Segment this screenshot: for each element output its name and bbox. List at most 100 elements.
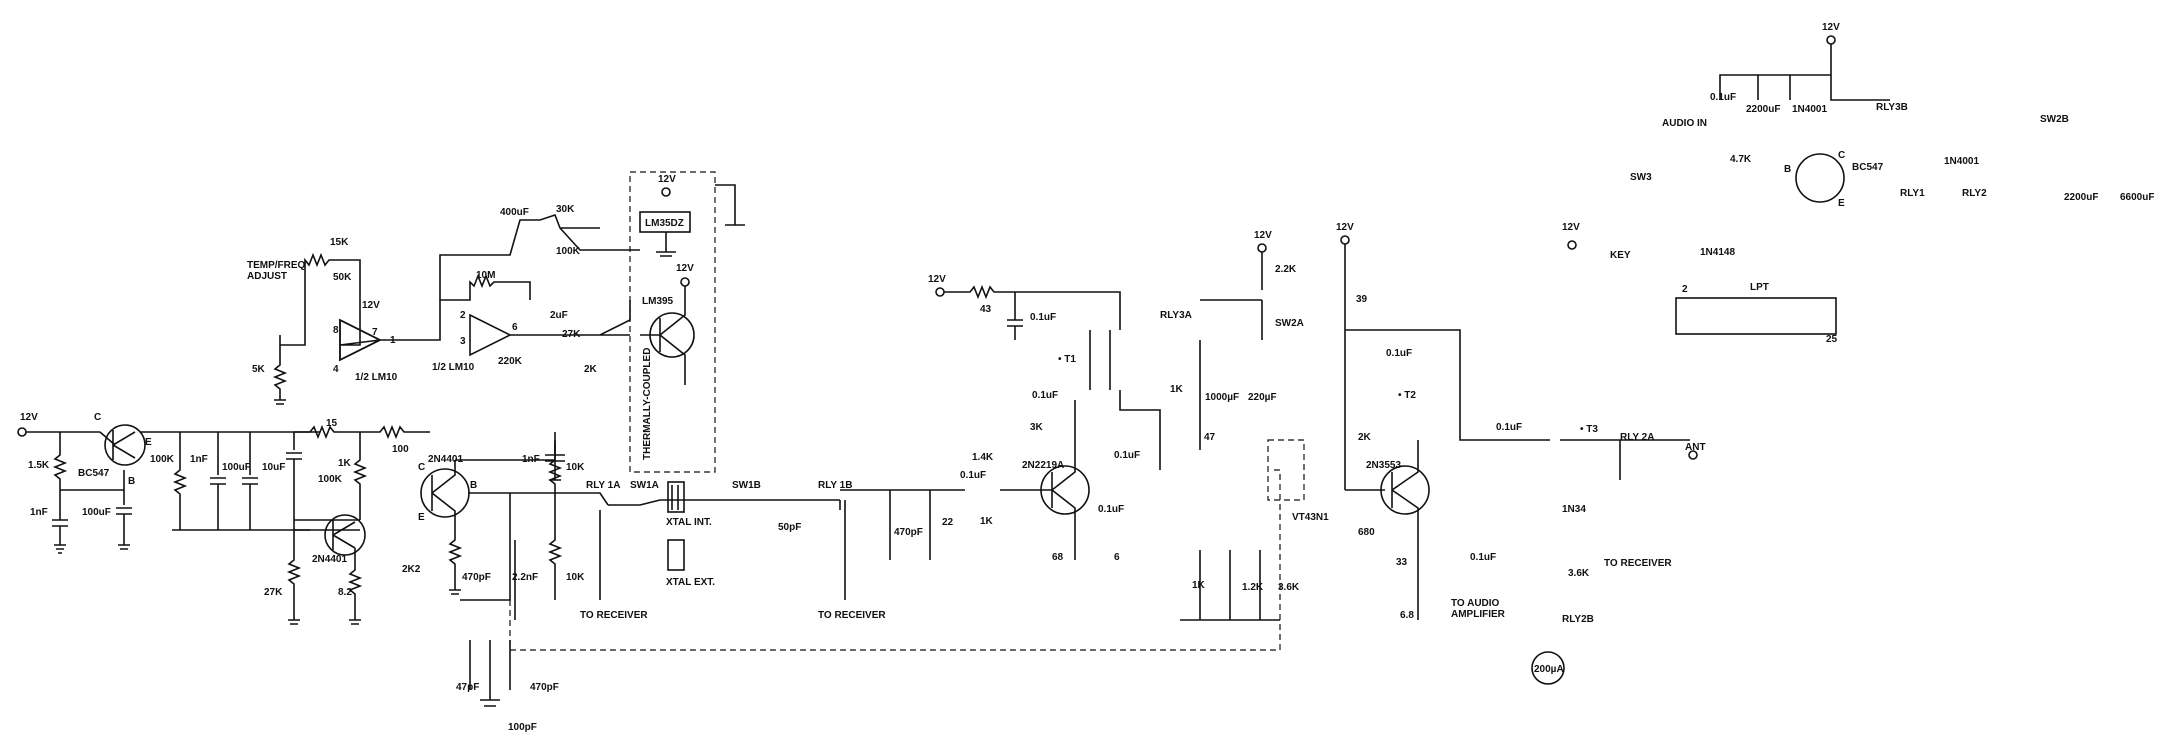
label-43: 43 xyxy=(980,304,992,315)
label-47: 47 xyxy=(1204,432,1216,443)
label-470pf-b: 470pF xyxy=(530,682,559,693)
label-to-receiver-b: TO RECEIVER xyxy=(818,610,886,621)
label-b-a: B xyxy=(128,476,135,487)
label-pin-3: 3 xyxy=(460,336,466,347)
label-1n4148: 1N4148 xyxy=(1700,247,1735,258)
terminal-12v-key xyxy=(1567,240,1577,250)
terminal-12v-driver xyxy=(935,287,945,297)
terminal-12v-final xyxy=(1340,235,1350,245)
terminal-ant xyxy=(1688,450,1698,460)
transistor-bc547-a xyxy=(104,424,146,466)
input-regulator-section: 12V 1.5K 1nF C E B BC547 100uF 100K 1nF … xyxy=(17,412,320,554)
label-sw2a: SW2A xyxy=(1275,318,1304,329)
label-3-6k-b: 3.6K xyxy=(1568,568,1590,579)
label-1n4001-a: 1N4001 xyxy=(1792,104,1827,115)
label-39: 39 xyxy=(1356,294,1368,305)
label-audio-in: AUDIO IN xyxy=(1662,118,1707,129)
label-6: 6 xyxy=(1114,552,1120,563)
label-rly2b: RLY2B xyxy=(1562,614,1594,625)
label-100uf-b: 100uF xyxy=(222,462,251,473)
label-50k: 50K xyxy=(333,272,352,283)
label-2200uf-b: 2200uF xyxy=(2064,192,2098,203)
transistor-2n4401-a xyxy=(324,514,366,556)
label-rly1: RLY1 xyxy=(1900,188,1925,199)
label-b-b: B xyxy=(1784,164,1791,175)
label-220k: 220K xyxy=(498,356,523,367)
label-0-1uf-h: 0.1uF xyxy=(1496,422,1522,433)
label-12v-h: 12V xyxy=(1822,22,1840,33)
terminal-12v-rly3a xyxy=(1257,243,1267,253)
label-t2: • T2 xyxy=(1398,390,1416,401)
label-1k-d: 1K xyxy=(1192,580,1206,591)
meter-200ua xyxy=(1531,651,1565,685)
label-pin-1: 1 xyxy=(390,335,396,346)
label-t1: • T1 xyxy=(1058,354,1076,365)
label-2n2219a: 2N2219A xyxy=(1022,460,1064,471)
label-lpt: LPT xyxy=(1750,282,1769,293)
output-section: 0.1uF • T3 RLY 2A ANT 1N34 3.6K TO RECEI… xyxy=(1451,422,1706,685)
label-1-5k: 1.5K xyxy=(28,460,50,471)
label-3k: 3K xyxy=(1030,422,1044,433)
transistor-2n4401-b xyxy=(420,468,470,518)
label-100k-a: 100K xyxy=(150,454,175,465)
label-e-b: E xyxy=(1838,198,1845,209)
label-15k: 15K xyxy=(330,237,349,248)
label-e-a: E xyxy=(145,437,152,448)
label-thermally-coupled: THERMALLY-COUPLED xyxy=(642,348,653,460)
label-sw3: SW3 xyxy=(1630,172,1652,183)
label-amplifier: AMPLIFIER xyxy=(1451,609,1506,620)
label-2k-b: 2K xyxy=(1358,432,1372,443)
label-2-2nf: 2.2nF xyxy=(512,572,538,583)
terminal-12v-lm395 xyxy=(680,277,690,287)
label-12v-g: 12V xyxy=(1336,222,1354,233)
label-2-2k: 2.2K xyxy=(1275,264,1297,275)
label-pin-7: 7 xyxy=(372,327,378,338)
label-22: 22 xyxy=(942,517,954,528)
final-amplifier-section: 12V 39 0.1uF • T2 2K 2N3553 680 33 6.8 0… xyxy=(1336,222,1510,621)
label-vt43n1: VT43N1 xyxy=(1292,512,1329,523)
label-to-audio: TO AUDIO xyxy=(1451,598,1500,609)
label-100pf: 100pF xyxy=(508,722,537,733)
label-pin-25: 25 xyxy=(1826,334,1838,345)
label-adjust: ADJUST xyxy=(247,271,287,282)
label-2n3553: 2N3553 xyxy=(1366,460,1401,471)
label-200ua: 200µA xyxy=(1534,664,1564,675)
label-1n4001-b: 1N4001 xyxy=(1944,156,1979,167)
label-12v-input: 12V xyxy=(20,412,38,423)
label-6-8: 6.8 xyxy=(1400,610,1414,621)
label-rly2: RLY2 xyxy=(1962,188,1987,199)
relay-control-section: 12V 2.2K RLY3A SW2A 1K 1000µF 220µF 47 V… xyxy=(1160,230,1329,621)
keying-section: 12V 0.1uF 2200uF 1N4001 RLY3B AUDIO IN S… xyxy=(1562,22,2154,345)
label-bc547-a: BC547 xyxy=(78,468,110,479)
label-rly1b: RLY 1B xyxy=(818,480,852,491)
label-pin-2: 2 xyxy=(460,310,466,321)
label-key: KEY xyxy=(1610,250,1631,261)
label-c-a: C xyxy=(94,412,101,423)
label-pin-6: 6 xyxy=(512,322,518,333)
label-400uf: 400uF xyxy=(500,207,529,218)
label-xtal-ext: XTAL EXT. xyxy=(666,577,715,588)
label-0-1uf-f: 0.1uF xyxy=(1386,348,1412,359)
label-2n4401-b: 2N4401 xyxy=(428,454,463,465)
label-1nf-b: 1nF xyxy=(190,454,208,465)
label-1k-b: 1K xyxy=(980,516,994,527)
label-1nf-c: 1nF xyxy=(522,454,540,465)
driver-amplifier-section: 12V 43 0.1uF • T1 0.1uF 3K 1.4K 2N2219A … xyxy=(928,274,1161,563)
label-lm10-b: 1/2 LM10 xyxy=(432,362,475,373)
label-12v-i: 12V xyxy=(1562,222,1580,233)
label-10k-b: 10K xyxy=(566,572,585,583)
label-12v-c: 12V xyxy=(658,174,676,185)
label-220uf: 220µF xyxy=(1248,392,1277,403)
label-2k-a: 2K xyxy=(584,364,598,375)
label-xtal-int: XTAL INT. xyxy=(666,517,712,528)
label-1000uf: 1000µF xyxy=(1205,392,1239,403)
label-ant: ANT xyxy=(1685,442,1706,453)
label-rly2a: RLY 2A xyxy=(1620,432,1654,443)
label-rly3b: RLY3B xyxy=(1876,102,1908,113)
label-4-7k: 4.7K xyxy=(1730,154,1752,165)
label-1n34: 1N34 xyxy=(1562,504,1586,515)
label-30k: 30K xyxy=(556,204,575,215)
label-bc547-b: BC547 xyxy=(1852,162,1884,173)
label-8-2: 8.2 xyxy=(338,587,352,598)
